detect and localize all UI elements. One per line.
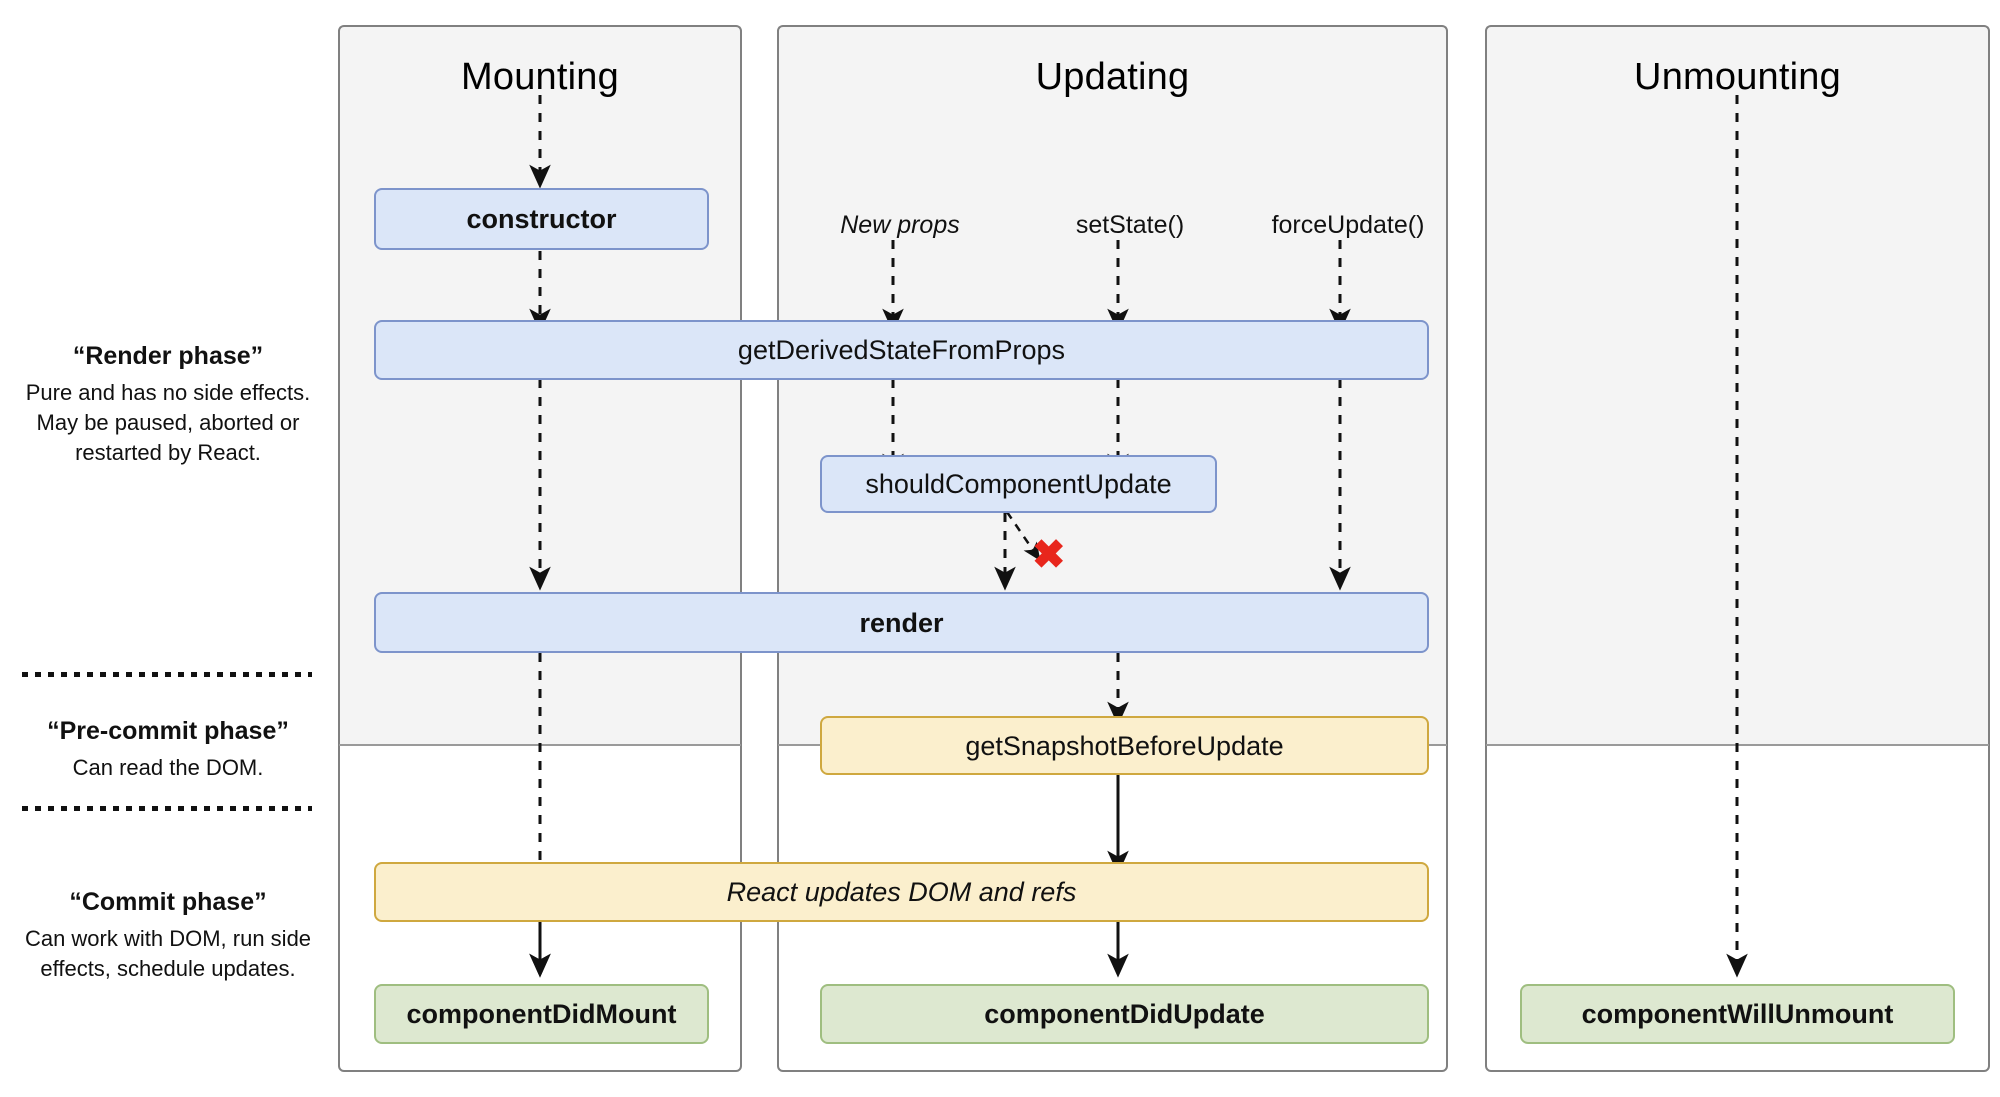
node-get-derived-state-from-props[interactable]: getDerivedStateFromProps — [374, 320, 1429, 380]
node-should-component-update[interactable]: shouldComponentUpdate — [820, 455, 1217, 513]
legend-divider-top — [22, 672, 312, 677]
legend-render-phase-title: “Render phase” — [72, 342, 264, 370]
legend-pre-commit-phase: “Pre-commit phase” Can read the DOM. — [18, 715, 318, 783]
legend-pre-commit-phase-body: Can read the DOM. — [72, 755, 264, 780]
updating-column — [777, 25, 1448, 1072]
node-component-will-unmount[interactable]: componentWillUnmount — [1520, 984, 1955, 1044]
unmounting-column-title: Unmounting — [1634, 56, 1841, 98]
legend-render-phase-body: Pure and has no side effects. May be pau… — [25, 380, 311, 465]
trigger-new-props: New props — [840, 211, 960, 239]
legend-commit-phase-title: “Commit phase” — [69, 888, 267, 916]
trigger-force-update: forceUpdate() — [1271, 211, 1425, 239]
node-get-snapshot-before-update[interactable]: getSnapshotBeforeUpdate — [820, 716, 1429, 775]
legend-pre-commit-phase-title: “Pre-commit phase” — [47, 717, 289, 745]
legend-commit-phase: “Commit phase” Can work with DOM, run si… — [18, 886, 318, 984]
unmounting-phase-divider — [1486, 744, 1989, 746]
node-component-did-update[interactable]: componentDidUpdate — [820, 984, 1429, 1044]
trigger-set-state: setState() — [1075, 211, 1185, 239]
mounting-column — [338, 25, 742, 1072]
legend-commit-phase-body: Can work with DOM, run side effects, sch… — [24, 926, 312, 981]
node-render[interactable]: render — [374, 592, 1429, 653]
updating-column-title: Updating — [1035, 56, 1190, 98]
legend-render-phase: “Render phase” Pure and has no side effe… — [18, 340, 318, 468]
legend-divider-bottom — [22, 806, 312, 811]
mounting-column-title: Mounting — [461, 56, 619, 98]
node-component-did-mount[interactable]: componentDidMount — [374, 984, 709, 1044]
mounting-phase-divider — [339, 744, 741, 746]
node-react-updates-dom-and-refs[interactable]: React updates DOM and refs — [374, 862, 1429, 922]
node-constructor[interactable]: constructor — [374, 188, 709, 250]
unmounting-column — [1485, 25, 1990, 1072]
skip-render-x-icon: ✖ — [1032, 533, 1066, 577]
